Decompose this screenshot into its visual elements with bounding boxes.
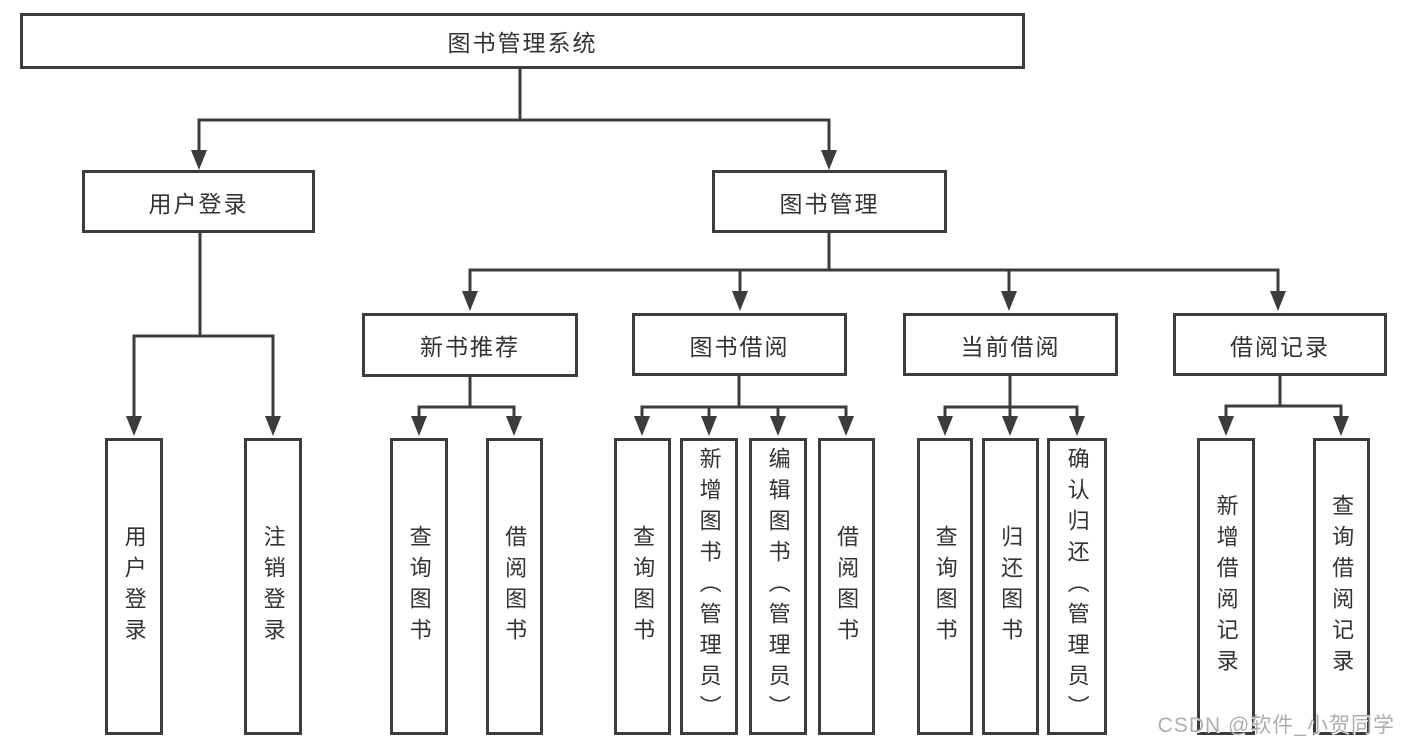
leaf-borrow-books: 借阅图书 xyxy=(818,438,875,735)
leaf-return-book: 归还图书 xyxy=(982,438,1039,735)
leaf-query-books-current: 查询图书 xyxy=(917,438,973,735)
leaf-query-books-current-label: 查询图书 xyxy=(932,524,958,649)
connector-current-borrow-to-leaves xyxy=(943,376,1079,420)
leaf-edit-book-admin-label: 编辑图书（管理员） xyxy=(765,447,791,726)
leaf-borrow-books-recommend: 借阅图书 xyxy=(486,438,543,735)
arrowhead xyxy=(1001,291,1017,311)
connector-borrow-record-to-leaves xyxy=(1224,376,1343,420)
leaf-logout-label: 注销登录 xyxy=(260,524,286,649)
arrowhead xyxy=(1333,416,1349,436)
connector-book-borrow-to-leaves xyxy=(640,376,848,420)
leaf-add-book-admin: 新增图书（管理员） xyxy=(680,438,738,735)
node-current-borrow: 当前借阅 xyxy=(903,313,1118,376)
leaf-logout: 注销登录 xyxy=(244,438,302,735)
csdn-watermark: CSDN @软件_小贺同学 xyxy=(1157,714,1395,737)
leaf-borrow-books-label: 借阅图书 xyxy=(834,524,860,649)
leaf-confirm-return-admin: 确认归还（管理员） xyxy=(1047,438,1107,735)
leaf-query-books-recommend: 查询图书 xyxy=(390,438,448,735)
node-library-management-system: 图书管理系统 xyxy=(20,13,1025,69)
node-borrow-records: 借阅记录 xyxy=(1173,313,1387,376)
arrowhead xyxy=(506,416,522,436)
arrowhead xyxy=(1002,416,1018,436)
arrowhead xyxy=(462,291,478,311)
arrowhead xyxy=(1069,416,1085,436)
arrowhead xyxy=(411,416,427,436)
arrowhead xyxy=(191,150,207,170)
arrowhead xyxy=(770,416,786,436)
connector-new-book-to-leaves xyxy=(417,377,516,420)
leaf-query-borrow-record-label: 查询借阅记录 xyxy=(1329,493,1355,680)
leaf-add-borrow-record: 新增借阅记录 xyxy=(1197,438,1255,735)
leaf-user-login-label: 用户登录 xyxy=(121,524,147,649)
leaf-borrow-books-recommend-label: 借阅图书 xyxy=(502,524,528,649)
node-book-borrow: 图书借阅 xyxy=(632,313,847,376)
arrowhead xyxy=(821,150,837,170)
leaf-user-login: 用户登录 xyxy=(105,438,163,735)
connector-user-login-to-leaves xyxy=(132,233,275,420)
leaf-confirm-return-admin-label: 确认归还（管理员） xyxy=(1064,447,1090,726)
leaf-query-books-borrow-label: 查询图书 xyxy=(630,524,656,649)
arrowhead xyxy=(265,416,281,436)
leaf-add-book-admin-label: 新增图书（管理员） xyxy=(696,447,722,726)
arrowhead xyxy=(634,416,650,436)
leaf-query-books-borrow: 查询图书 xyxy=(614,438,671,735)
arrowhead xyxy=(126,416,142,436)
node-book-management: 图书管理 xyxy=(712,170,947,233)
arrowhead xyxy=(1270,291,1286,311)
arrowhead xyxy=(701,416,717,436)
leaf-return-book-label: 归还图书 xyxy=(998,524,1024,649)
connector-book-management-to-level2 xyxy=(468,233,1280,295)
node-user-login-group: 用户登录 xyxy=(82,170,315,233)
arrowhead xyxy=(732,291,748,311)
leaf-edit-book-admin: 编辑图书（管理员） xyxy=(749,438,807,735)
arrowhead xyxy=(1218,416,1234,436)
node-new-book-recommend: 新书推荐 xyxy=(362,313,578,377)
leaf-query-borrow-record: 查询借阅记录 xyxy=(1313,438,1370,735)
leaf-query-books-recommend-label: 查询图书 xyxy=(406,524,432,649)
arrowhead xyxy=(838,416,854,436)
arrowhead xyxy=(937,416,953,436)
leaf-add-borrow-record-label: 新增借阅记录 xyxy=(1213,493,1239,680)
connector-root-to-level1 xyxy=(197,67,831,152)
